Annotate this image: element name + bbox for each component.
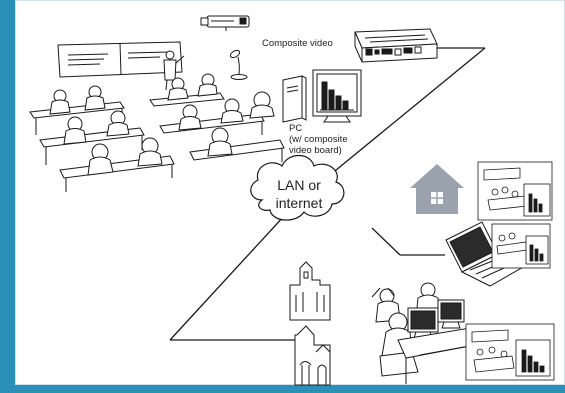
cloud-label-line2: internet <box>276 195 323 211</box>
microphone-icon <box>229 49 248 80</box>
office-workers-scene <box>371 282 481 384</box>
bottom-accent-bar <box>0 385 565 393</box>
connector-lines <box>169 47 486 341</box>
whiteboard <box>57 41 183 78</box>
monitor-chart-icon <box>312 69 362 123</box>
house-icon <box>410 164 464 214</box>
left-accent-bar <box>0 0 15 393</box>
classroom-students <box>29 73 285 192</box>
office-classroom-thumbnail <box>465 323 555 381</box>
building-icon <box>289 261 331 321</box>
church-icon <box>294 325 331 386</box>
cloud-icon <box>250 154 345 221</box>
projector-icon <box>354 28 438 63</box>
laptop-connector-line <box>371 227 401 256</box>
cloud-label-line1: LAN or <box>277 177 321 193</box>
home-classroom-thumbnail <box>477 161 553 221</box>
lower-diagonal-line <box>169 214 286 341</box>
pc-label: PC <box>289 123 302 134</box>
composite-video-label: Composite video <box>262 38 333 49</box>
video-camera-icon <box>200 15 250 31</box>
laptop-classroom-thumbnail <box>491 223 551 269</box>
pc-label-line2: (w/ composite <box>289 134 348 145</box>
upper-diagonal-line <box>329 47 486 176</box>
pc-label-line3: video board) <box>289 145 342 156</box>
pc-tower-icon <box>282 75 307 123</box>
